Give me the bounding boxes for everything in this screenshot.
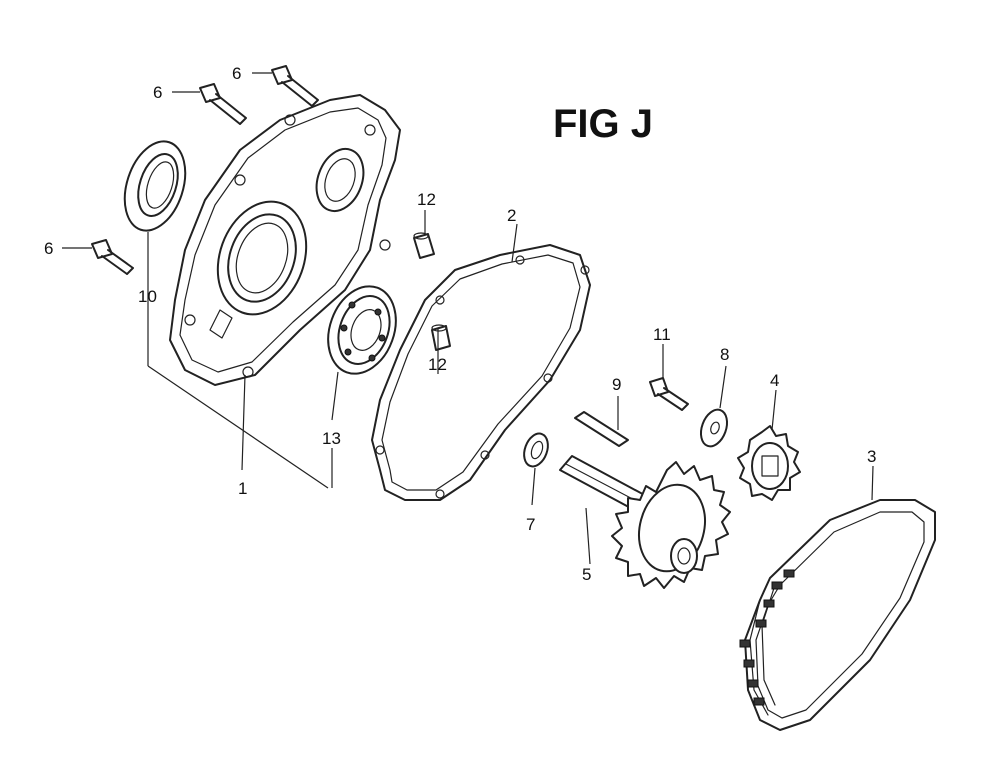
ball-bearing <box>327 285 397 375</box>
thrust-washer <box>523 432 549 468</box>
callout-12: 12 <box>417 190 436 209</box>
dowel-pin-upper <box>413 232 435 259</box>
gear-case-cover <box>169 94 401 386</box>
oil-seal <box>123 140 187 232</box>
callout-9: 9 <box>612 375 621 394</box>
leader-lines <box>62 72 874 565</box>
callout-11: 11 <box>653 325 671 344</box>
figure-title: FIG J <box>553 102 653 146</box>
output-shaft-sprocket <box>559 455 731 589</box>
callout-13: 13 <box>322 429 341 448</box>
drive-chain <box>739 499 936 731</box>
gasket <box>371 244 591 501</box>
callout-8: 8 <box>720 345 729 364</box>
flange-bolt-1 <box>271 65 319 107</box>
callout-6: 6 <box>44 239 53 258</box>
plain-washer <box>699 408 729 448</box>
dowel-pin-lower <box>431 324 451 351</box>
callout-7: 7 <box>526 515 535 534</box>
callout-4: 4 <box>770 371 779 390</box>
flange-bolt-2 <box>199 83 247 125</box>
flange-bolt-3 <box>91 239 134 275</box>
sprocket-bolt <box>649 377 689 411</box>
callout-3: 3 <box>867 447 876 466</box>
callout-1: 1 <box>238 479 247 498</box>
callout-6: 6 <box>232 64 241 83</box>
callout-6: 6 <box>153 83 162 102</box>
callout-5: 5 <box>582 565 591 584</box>
callout-labels: 6 6 6 12 2 12 10 1 13 7 5 9 11 8 4 3 <box>44 64 876 584</box>
callout-10: 10 <box>138 287 157 306</box>
callout-2: 2 <box>507 206 516 225</box>
callout-12: 12 <box>428 355 447 374</box>
drive-sprocket <box>737 425 801 501</box>
woodruff-key <box>574 411 629 447</box>
